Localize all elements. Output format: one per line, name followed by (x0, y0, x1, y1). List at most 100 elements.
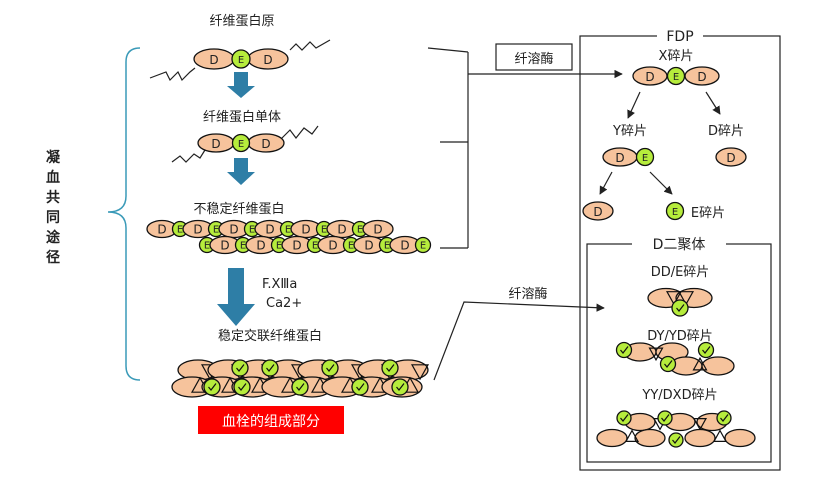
d-domain (634, 428, 666, 448)
side-char: 共 (46, 189, 60, 206)
crosslink-triangle (692, 356, 708, 371)
thrombus-badge (198, 406, 344, 434)
d-domain-letter: D (697, 70, 706, 84)
factor-xiiia-label: F.XⅢa (262, 277, 297, 292)
side-char: 径 (46, 249, 60, 266)
plasmin-box-label: 纤溶酶 (514, 51, 553, 67)
conversion-arrow (227, 72, 255, 98)
d-domain (596, 428, 628, 448)
d-domain-letter: D (209, 53, 218, 67)
crosslink-triangle (692, 418, 708, 431)
crosslink-check (356, 383, 365, 391)
dyyd-fragment-label: DY/YD碎片 (647, 329, 713, 344)
d-fragment-label: D碎片 (708, 124, 744, 139)
e-domain (414, 236, 432, 254)
e-domain-letter: E (177, 225, 183, 236)
e-domain (233, 378, 251, 396)
e-domain-letter: E (240, 241, 246, 252)
coagulation-pathway-label: 凝 血 共 同 途 径 (46, 150, 61, 266)
dde-fragment (647, 287, 713, 317)
crosslink-check (672, 436, 681, 444)
x-to-d-arrow (705, 91, 721, 115)
calcium-label: Ca2+ (266, 296, 302, 311)
d-domain (701, 356, 735, 376)
crosslink-check (396, 383, 405, 391)
e-domain (291, 378, 309, 396)
pathway-brace (107, 47, 141, 381)
crosslink-check (238, 383, 247, 391)
side-char: 途 (46, 229, 61, 246)
e-domain (203, 378, 221, 396)
e-domain-letter: E (357, 225, 363, 236)
d-domain-letter: D (157, 223, 166, 237)
d-domain-letter: D (373, 223, 382, 237)
d-domain-letter: D (400, 239, 409, 253)
stable-fibrin-label: 稳定交联纤维蛋白 (218, 328, 322, 344)
d-domain-letter: D (615, 151, 624, 165)
d-domain-letter: D (211, 137, 220, 151)
crosslink-check (620, 346, 629, 354)
fibrinogen-label: 纤维蛋白原 (209, 13, 274, 29)
fdp-box (579, 35, 781, 471)
e-domain (668, 432, 684, 448)
x-fragment: D E D (632, 66, 720, 86)
e-domain-letter: E (285, 225, 291, 236)
y-to-e-arrow (649, 171, 673, 195)
d-domain-letter: D (265, 223, 274, 237)
e-domain-letter: E (238, 139, 244, 150)
side-char: 凝 (46, 150, 61, 166)
crosslink-triangle (624, 429, 640, 442)
crosslink-triangle (410, 364, 430, 381)
d-domain-letter: D (364, 239, 373, 253)
e-domain (659, 355, 677, 373)
e-domain (716, 410, 732, 426)
plasmin-lower-arrow (433, 301, 605, 381)
e-domain (231, 359, 249, 377)
crosslink-check (676, 304, 685, 312)
e-domain-letter: E (204, 241, 210, 252)
e-domain (616, 410, 632, 426)
e-domain-letter: E (642, 153, 648, 164)
fdp-title: FDP (666, 29, 693, 45)
e-domain (321, 359, 339, 377)
d-domain-letter: D (261, 137, 270, 151)
e-domain (381, 359, 399, 377)
x-to-y-arrow (627, 91, 641, 119)
crosslink-check (236, 364, 245, 372)
d-domain (724, 428, 756, 448)
crosslink-check (266, 364, 275, 372)
crosslink-triangle (648, 347, 664, 362)
crosslink-check (326, 364, 335, 372)
d-domain-letter: D (263, 53, 272, 67)
fibrinogen-molecule: D E D (149, 39, 331, 82)
conversion-arrow (227, 158, 255, 185)
d-dimer-title: D二聚体 (653, 237, 706, 253)
e-domain-letter: E (384, 241, 390, 252)
e-domain (351, 378, 369, 396)
e-domain-letter: E (672, 207, 678, 218)
d-domain-letter: D (593, 205, 602, 219)
crosslink-check (702, 346, 711, 354)
crosslink-triangle (712, 429, 728, 442)
crosslink-check (208, 383, 217, 391)
monomer-molecule: D E D (171, 125, 319, 163)
y-fragment: D E (602, 147, 655, 167)
e-domain (391, 378, 409, 396)
d-fragment: D (715, 147, 747, 167)
crosslink-check (296, 383, 305, 391)
stable-fibrin-polymer (171, 359, 430, 398)
crosslink-triangle (665, 291, 683, 306)
d-fragment-from-y: D (582, 201, 614, 221)
e-domain-letter: E (238, 55, 244, 66)
e-domain-letter: E (420, 241, 426, 252)
yydxd-fragment (596, 410, 756, 448)
thrombus-badge-label: 血栓的组成部分 (222, 414, 320, 430)
d-domain (684, 428, 716, 448)
crosslink-check (664, 360, 673, 368)
side-char: 同 (46, 210, 60, 226)
dde-fragment-label: DD/E碎片 (651, 265, 710, 280)
e-domain-letter: E (249, 225, 255, 236)
d-domain-letter: D (328, 239, 337, 253)
e-domain (697, 341, 715, 359)
bracket-connector (427, 47, 469, 249)
